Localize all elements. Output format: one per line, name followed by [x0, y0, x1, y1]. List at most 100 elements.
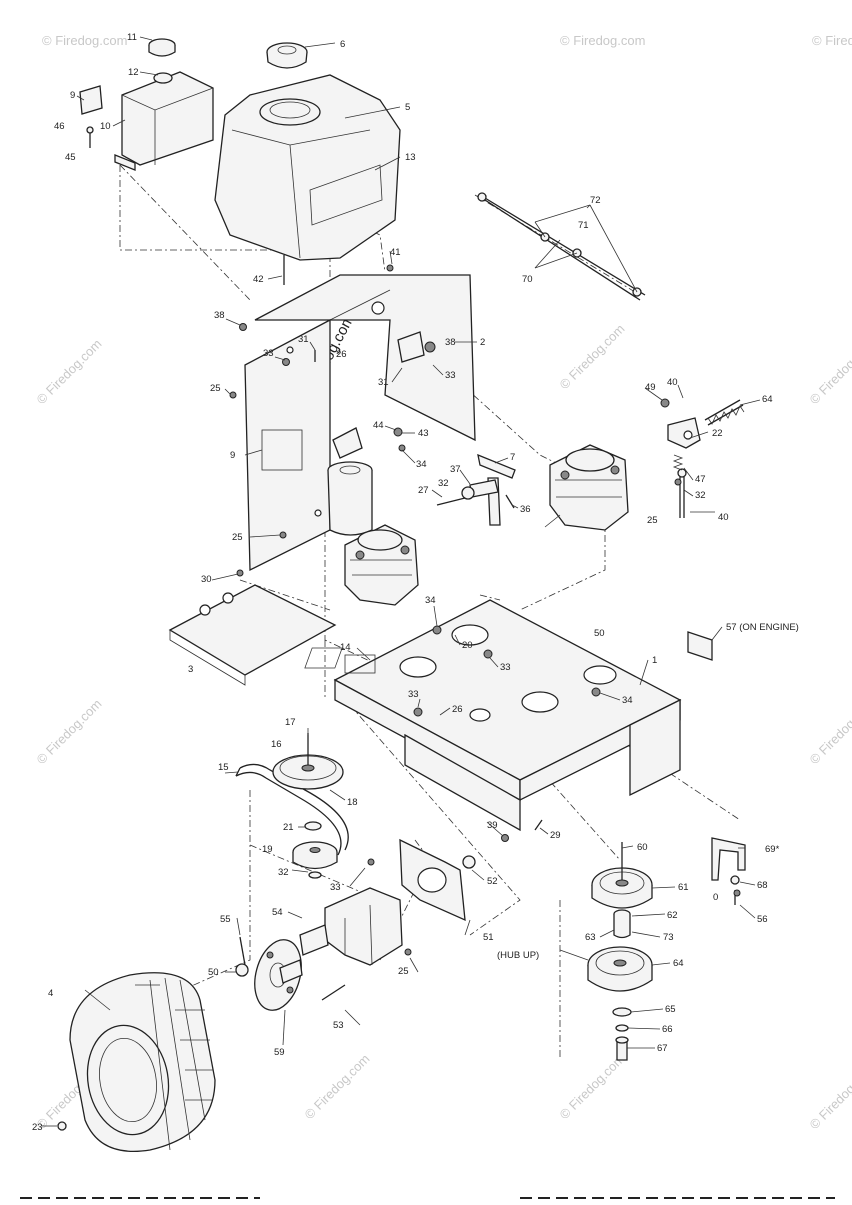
wheel-motor-part-54: [299, 887, 403, 966]
label-32-a: 32: [438, 478, 449, 489]
lug-nut-part-23: [57, 1121, 67, 1131]
label-59: 59: [274, 1047, 285, 1058]
label-63: 63: [585, 932, 596, 943]
nut-part-50: [235, 963, 249, 977]
watermark-mid-right-2: © Firedog.com: [807, 696, 852, 767]
label-60: 60: [637, 842, 648, 853]
label-34-b: 34: [425, 595, 436, 606]
label-50-deck: 50: [594, 628, 605, 639]
label-39: 39: [487, 820, 498, 831]
label-25-d: 25: [398, 966, 409, 977]
watermark-mid-left-1: © Firedog.com: [34, 336, 105, 407]
label-25-c: 25: [232, 532, 243, 543]
fuel-cap-part-6: [266, 42, 308, 69]
hydro-pump-right: [549, 444, 629, 531]
pulley-part-61: [591, 842, 653, 909]
label-hub-up: (HUB UP): [497, 950, 539, 961]
label-47: 47: [695, 474, 706, 485]
bolt-part-46: [86, 126, 94, 148]
control-linkage-parts-70-72: [477, 192, 646, 301]
label-3: 3: [188, 664, 193, 675]
label-23: 23: [32, 1122, 43, 1133]
label-25-a: 25: [210, 383, 221, 394]
label-1: 1: [652, 655, 657, 666]
hydro-pump-left: [344, 524, 419, 606]
label-15: 15: [218, 762, 229, 773]
label-38-left: 38: [214, 310, 225, 321]
chassis-frame-part-2: [244, 274, 476, 572]
label-10: 10: [100, 121, 111, 132]
label-42: 42: [253, 274, 264, 285]
label-4: 4: [48, 988, 53, 999]
watermark-top-right: © Firedog.com: [812, 33, 852, 48]
label-44: 44: [373, 420, 384, 431]
watermark-top-center: © Firedog.com: [560, 33, 645, 48]
label-34-c: 34: [622, 695, 633, 706]
watermark-layer: © Firedog.com © Firedog.com © Firedog.co…: [34, 33, 852, 1132]
washer-part-65: [612, 1007, 632, 1017]
label-25-b: 25: [647, 515, 658, 526]
label-67: 67: [657, 1043, 668, 1054]
label-34-a: 34: [416, 459, 427, 470]
watermark-bottom-center-2: © Firedog.com: [557, 1051, 628, 1122]
watermark-mid-right-1: © Firedog.com: [807, 336, 852, 407]
label-50-hub: 50: [208, 967, 219, 978]
label-33-front: 33: [408, 689, 419, 700]
control-arm-part-7: [436, 453, 516, 526]
label-69: 69*: [765, 844, 780, 855]
label-6: 6: [340, 39, 345, 50]
washer-part-66: [615, 1024, 629, 1032]
watermark-top-left: © Firedog.com: [42, 33, 127, 48]
label-2: 2: [480, 337, 485, 348]
label-31-right: 31: [378, 377, 389, 388]
label-56: 56: [757, 914, 768, 925]
label-12: 12: [128, 67, 139, 78]
spring-part-64: [704, 399, 745, 426]
label-61: 61: [678, 882, 689, 893]
label-29: 29: [550, 830, 561, 841]
label-leaders: [42, 204, 756, 1127]
label-68: 68: [757, 880, 768, 891]
label-30: 30: [201, 574, 212, 585]
floor-pan-part-3: [168, 584, 337, 686]
label-66: 66: [662, 1024, 673, 1035]
label-33-deck: 33: [500, 662, 511, 673]
label-70: 70: [522, 274, 533, 285]
leader-lines: [76, 36, 761, 1011]
label-14: 14: [340, 642, 351, 653]
label-33-right: 33: [445, 370, 456, 381]
label-37: 37: [450, 464, 461, 475]
label-16: 16: [271, 739, 282, 750]
watermark-bottom-right: © Firedog.com: [807, 1061, 852, 1132]
label-72: 72: [590, 195, 601, 206]
wheel-hub-part-59: [254, 939, 303, 1011]
engine-decal-part-57: [687, 631, 713, 661]
bracket-part-69: [711, 837, 746, 905]
label-26: 26: [452, 704, 463, 715]
rod-part-40: [672, 454, 687, 518]
bracket-part-22: [667, 417, 701, 449]
label-40: 40: [718, 512, 729, 523]
part-labels: 11 6 12 9 10 46 45 5 13 72 71 70 41 42 3…: [32, 32, 799, 1133]
label-27: 27: [418, 485, 429, 496]
label-9-top: 9: [70, 90, 75, 101]
bolt-part-67: [615, 1036, 629, 1061]
label-36: 36: [520, 504, 531, 515]
label-33-lower: 33: [330, 882, 341, 893]
label-54: 54: [272, 907, 283, 918]
label-31-left: 31: [298, 334, 309, 345]
label-43: 43: [418, 428, 429, 439]
pulley-part-64: [587, 946, 653, 992]
label-32-b: 32: [695, 490, 706, 501]
label-64-pulley: 64: [673, 958, 684, 969]
label-73: 73: [663, 932, 674, 943]
label-53: 53: [333, 1020, 344, 1031]
idler-pulley-part-19: [292, 821, 338, 879]
watermark-mid-left-2: © Firedog.com: [34, 696, 105, 767]
label-51: 51: [483, 932, 494, 943]
label-62: 62: [667, 910, 678, 921]
label-49: 49: [645, 382, 656, 393]
tire-part-4: [69, 972, 216, 1153]
main-deck-part-1: [304, 599, 682, 832]
label-13: 13: [405, 152, 416, 163]
